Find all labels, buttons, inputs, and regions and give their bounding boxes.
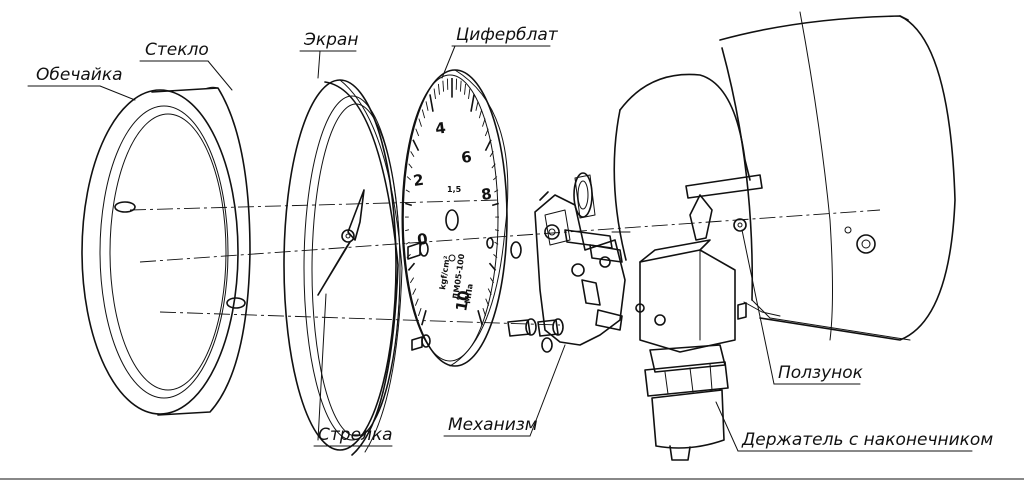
dial-tick (405, 241, 410, 245)
dial-tick (478, 109, 483, 119)
dial-tick (421, 109, 426, 119)
dial-tick (410, 151, 415, 157)
dial-tick (494, 241, 499, 245)
dial-tick (409, 277, 415, 284)
dial-tick (429, 94, 434, 112)
dial-tick (418, 118, 422, 127)
dial-tick (407, 262, 416, 271)
dial-sign: МПа (463, 283, 475, 304)
label-strelka-group: Стрелка (313, 293, 393, 447)
label-obechayka: Обечайка (36, 65, 123, 85)
dial-number-10: 10 (452, 289, 473, 313)
holder-derzhatel (635, 239, 747, 461)
housing (613, 11, 956, 341)
dial-tick (412, 139, 420, 152)
dial-tick (412, 288, 417, 295)
dial-tick (494, 229, 499, 232)
label-ekran-group: Экран (299, 30, 358, 79)
upper-axis (129, 199, 501, 211)
label-strelka: Стрелка (318, 425, 393, 445)
dial-accuracy-class: 1,5 (447, 185, 462, 194)
dial-tick (405, 189, 410, 193)
dial-tick (464, 83, 467, 95)
dial-tick (485, 298, 490, 306)
dial-tick (417, 307, 422, 317)
dial-tick (406, 176, 411, 181)
label-obechayka-group: Обечайка (27, 65, 136, 101)
lower-axis (159, 311, 561, 326)
label-mekhanizm-group: Механизм (443, 344, 566, 437)
dial-number-4: 4 (434, 119, 447, 138)
dial-tick (405, 202, 413, 207)
label-derzhatel: Держатель с наконечником (741, 430, 993, 450)
dial-tick (405, 229, 410, 232)
label-tsiferblat: Циферблат (456, 25, 559, 45)
dial-number-6: 6 (460, 148, 473, 167)
pointer-strelka (317, 189, 365, 296)
dial-tick (482, 118, 486, 127)
dial-tick (437, 83, 440, 95)
dial-tick (489, 151, 494, 157)
label-tsiferblat-group: Циферблат (441, 25, 559, 79)
dial-tick (477, 310, 483, 326)
label-steklo: Стекло (145, 40, 209, 60)
dial-tick (414, 298, 419, 306)
dial-tick (487, 288, 492, 295)
dial-tick (415, 128, 420, 137)
center-axis (139, 209, 881, 263)
dial-tick (493, 176, 498, 181)
dial-tick (425, 101, 429, 111)
label-polzunok-group: Ползунок (741, 229, 864, 385)
dial-tsiferblat: 4 6 2 8 0 10 1,5 kgf/cm² ДМ05-100 МПа (401, 69, 522, 367)
dial-tick (482, 307, 487, 317)
dial-number-8: 8 (480, 185, 493, 204)
dial-tick (489, 277, 495, 284)
dial-tick (475, 101, 479, 111)
dial-tick (433, 88, 436, 99)
label-derzhatel-group: Держатель с наконечником (715, 401, 993, 452)
dial-number-2: 2 (412, 171, 425, 190)
dial-tick (442, 80, 445, 92)
dial-ticks (404, 78, 500, 326)
ring-obechayka (81, 86, 251, 416)
dial-tick (491, 202, 499, 207)
dial-tick (493, 254, 498, 258)
dial-tick (468, 88, 471, 99)
dial-tick (484, 139, 492, 152)
dial-tick (488, 262, 497, 271)
label-ekran: Экран (303, 30, 358, 50)
dial-tick (421, 310, 427, 326)
dial-tick (491, 163, 496, 169)
dial-tick (494, 189, 499, 193)
dial-tick (459, 80, 462, 92)
dial-tick (470, 94, 475, 112)
dial-tick (408, 163, 413, 169)
dial-tick (484, 128, 489, 137)
label-polzunok: Ползунок (778, 363, 864, 383)
screen-ekran (283, 79, 403, 456)
mechanism-mekhanizm (507, 172, 631, 353)
label-steklo-group: Стекло (139, 40, 233, 91)
label-mekhanizm: Механизм (448, 415, 538, 435)
